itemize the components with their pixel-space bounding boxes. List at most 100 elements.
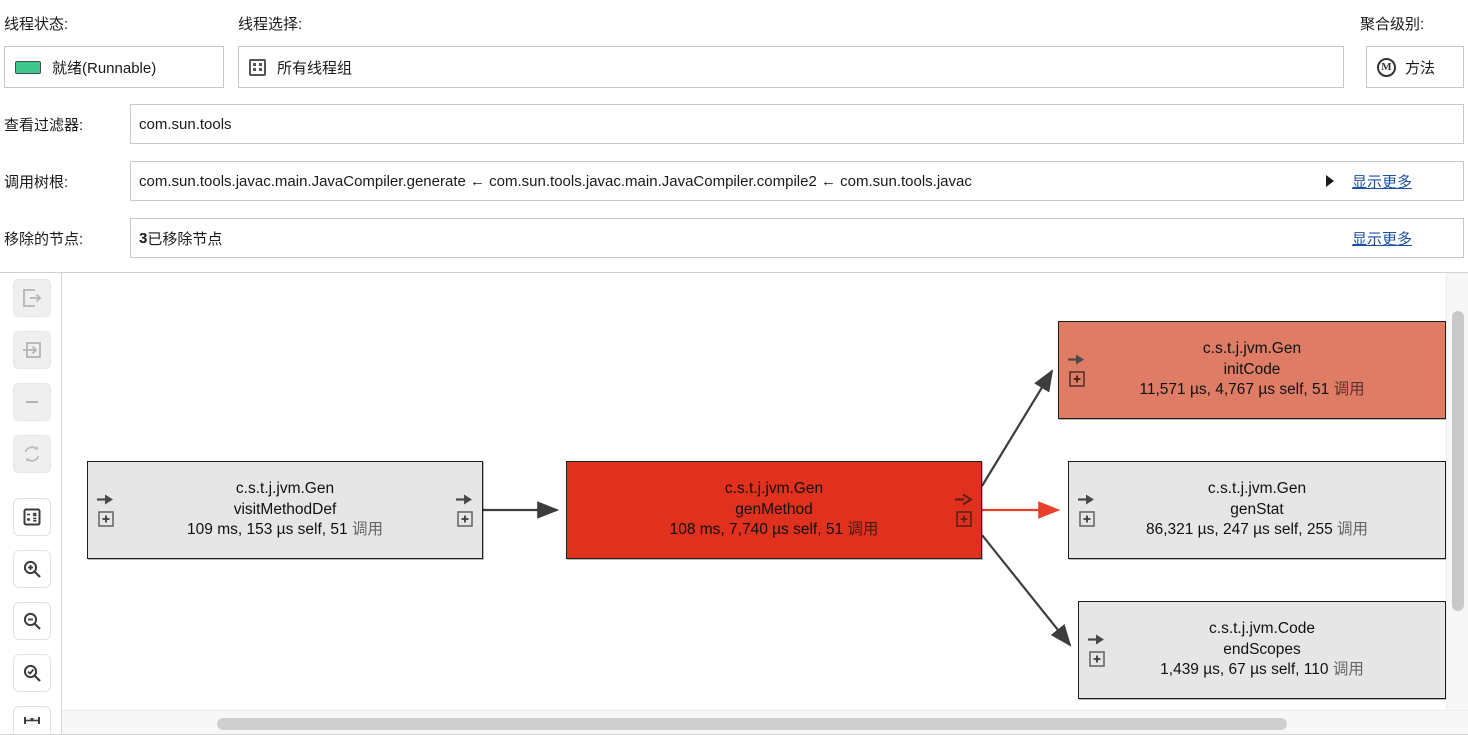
node-stats: 1,439 µs, 67 µs self, 110 调用 xyxy=(1160,660,1364,681)
node-stats-calls: 调用 xyxy=(847,521,879,539)
node-right-icons xyxy=(456,493,473,527)
collapse-button[interactable] xyxy=(13,383,51,421)
node-stats: 108 ms, 7,740 µs self, 51 调用 xyxy=(670,520,879,541)
node-class-name: c.s.t.j.jvm.Gen xyxy=(724,480,824,498)
step-into-icon xyxy=(23,342,41,358)
graph-node-endScopes[interactable]: c.s.t.j.jvm.Code endScopes 1,439 µs, 67 … xyxy=(1078,601,1446,699)
vertical-scrollbar-thumb[interactable] xyxy=(1452,311,1464,611)
node-method-name: visitMethodDef xyxy=(233,500,337,518)
horizontal-scrollbar-thumb[interactable] xyxy=(217,718,1287,730)
node-method-name: endScopes xyxy=(1223,640,1301,658)
node-stats-calls: 调用 xyxy=(351,521,383,539)
node-method-name: genStat xyxy=(1230,500,1284,518)
expand-plus-icon[interactable] xyxy=(1068,371,1085,387)
graph-node-genMethod[interactable]: c.s.t.j.jvm.Gen genMethod 108 ms, 7,740 … xyxy=(566,461,982,559)
outgoing-arrow-icon[interactable] xyxy=(456,493,473,506)
removed-nodes-show-more-link[interactable]: 显示更多 xyxy=(1352,231,1413,248)
zoom-in-button[interactable] xyxy=(13,550,51,588)
node-class-name: c.s.t.j.jvm.Gen xyxy=(1207,480,1307,498)
thread-status-select[interactable]: 就绪(Runnable) xyxy=(4,46,224,88)
incoming-arrow-icon[interactable] xyxy=(97,493,114,506)
method-circle-icon: M xyxy=(1377,57,1396,77)
zoom-in-icon xyxy=(23,560,41,578)
node-method-name: genMethod xyxy=(735,500,813,518)
layout-button[interactable] xyxy=(13,706,51,735)
zoom-fit-button[interactable] xyxy=(13,654,51,692)
node-right-icons xyxy=(955,493,972,527)
expand-plus-icon[interactable] xyxy=(1088,651,1105,667)
call-tree-root-value: com.sun.tools.javac.main.JavaCompiler.ge… xyxy=(139,172,972,190)
zoom-fit-icon xyxy=(23,664,41,682)
graph-node-initCode[interactable]: c.s.t.j.jvm.Gen initCode 11,571 µs, 4,76… xyxy=(1058,321,1446,419)
graph-node-genStat[interactable]: c.s.t.j.jvm.Gen genStat 86,321 µs, 247 µ… xyxy=(1068,461,1446,559)
horizontal-scrollbar[interactable] xyxy=(62,710,1468,735)
thread-selection-value: 所有线程组 xyxy=(277,59,353,77)
node-stats-time: 109 ms, 153 µs self, 51 xyxy=(187,521,352,539)
node-left-icons xyxy=(1078,493,1095,527)
refresh-button[interactable] xyxy=(13,435,51,473)
node-class-name: c.s.t.j.jvm.Gen xyxy=(235,480,335,498)
collapse-icon xyxy=(26,401,38,403)
call-tree-root-overflow-icon[interactable] xyxy=(1326,175,1334,187)
node-stats-calls: 调用 xyxy=(1333,381,1365,399)
node-stats-time: 108 ms, 7,740 µs self, 51 xyxy=(669,521,848,539)
removed-nodes-text: 已移除节点 xyxy=(147,230,223,248)
expand-plus-icon[interactable] xyxy=(97,511,114,527)
node-left-icons xyxy=(1088,633,1105,667)
expand-plus-icon[interactable] xyxy=(955,511,972,527)
zoom-out-button[interactable] xyxy=(13,602,51,640)
step-into-button[interactable] xyxy=(13,331,51,369)
incoming-arrow-icon[interactable] xyxy=(1078,493,1095,506)
incoming-arrow-icon[interactable] xyxy=(1068,353,1085,366)
node-class-name: c.s.t.j.jvm.Gen xyxy=(1202,340,1302,358)
calculator-icon xyxy=(23,508,41,526)
node-stats: 86,321 µs, 247 µs self, 255 调用 xyxy=(1146,520,1368,541)
step-out-button[interactable] xyxy=(13,279,51,317)
node-stats-time: 86,321 µs, 247 µs self, 255 xyxy=(1145,521,1338,539)
node-stats-time: 11,571 µs, 4,767 µs self, 51 xyxy=(1139,381,1334,399)
edge-genMethod-endScopes xyxy=(981,534,1072,647)
node-method-name: initCode xyxy=(1223,360,1281,378)
step-out-icon xyxy=(23,289,42,307)
node-stats-calls: 调用 xyxy=(1332,661,1364,679)
call-tree-root-label: 调用树根: xyxy=(4,174,69,191)
node-left-icons xyxy=(1068,353,1085,387)
incoming-arrow-icon[interactable] xyxy=(1088,633,1105,646)
aggregation-level-value: 方法 xyxy=(1405,59,1436,77)
edge-genMethod-initCode xyxy=(981,369,1054,487)
removed-nodes-count: 3 xyxy=(139,229,148,247)
expand-plus-icon[interactable] xyxy=(456,511,473,527)
thread-group-icon xyxy=(249,58,266,76)
outgoing-arrow-icon[interactable] xyxy=(955,493,972,506)
node-class-name: c.s.t.j.jvm.Code xyxy=(1209,620,1315,638)
graph-panel: c.s.t.j.jvm.Gen visitMethodDef 109 ms, 1… xyxy=(0,272,1468,735)
aggregation-level-label: 聚合级别: xyxy=(1360,16,1425,33)
vertical-scrollbar[interactable] xyxy=(1446,273,1468,710)
view-filter-label: 查看过滤器: xyxy=(4,117,84,134)
node-stats-time: 1,439 µs, 67 µs self, 110 xyxy=(1160,661,1333,679)
graph-toolbar xyxy=(0,273,62,735)
zoom-out-icon xyxy=(23,612,41,630)
node-stats: 11,571 µs, 4,767 µs self, 51 调用 xyxy=(1139,380,1364,401)
call-tree-root-show-more-link[interactable]: 显示更多 xyxy=(1352,174,1413,191)
node-stats: 109 ms, 153 µs self, 51 调用 xyxy=(187,520,383,541)
node-stats-calls: 调用 xyxy=(1337,521,1369,539)
expand-plus-icon[interactable] xyxy=(1078,511,1095,527)
thread-status-value: 就绪(Runnable) xyxy=(52,59,157,77)
node-left-icons xyxy=(97,493,114,527)
calculator-button[interactable] xyxy=(13,498,51,536)
refresh-icon xyxy=(24,446,40,462)
thread-selection-label: 线程选择: xyxy=(238,16,303,33)
call-tree-root-input[interactable]: com.sun.tools.javac.main.JavaCompiler.ge… xyxy=(130,161,1464,201)
graph-canvas[interactable]: c.s.t.j.jvm.Gen visitMethodDef 109 ms, 1… xyxy=(62,273,1468,735)
thread-status-label: 线程状态: xyxy=(4,16,69,33)
aggregation-level-select[interactable]: M 方法 xyxy=(1366,46,1464,88)
edge-layer xyxy=(483,369,1072,647)
view-filter-value: com.sun.tools xyxy=(139,115,232,133)
thread-selection-select[interactable]: 所有线程组 xyxy=(238,46,1344,88)
runnable-swatch-icon xyxy=(15,60,41,74)
graph-node-visitMethodDef[interactable]: c.s.t.j.jvm.Gen visitMethodDef 109 ms, 1… xyxy=(87,461,483,559)
view-filter-input[interactable]: com.sun.tools xyxy=(130,104,1464,144)
